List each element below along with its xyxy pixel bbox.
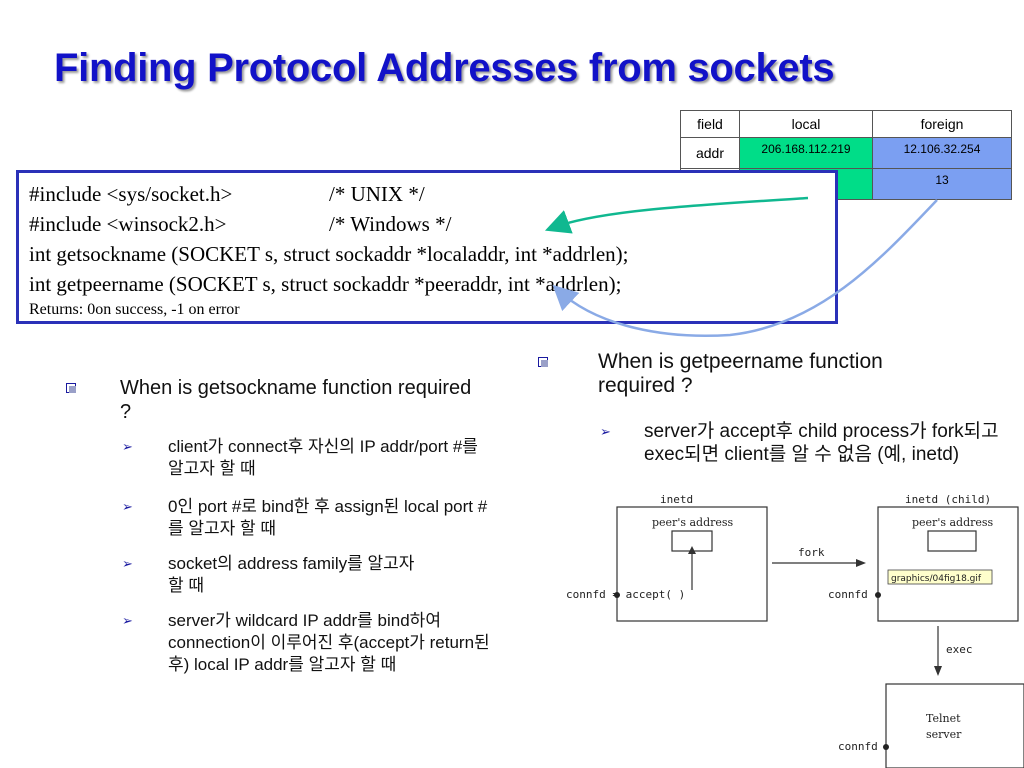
table-header: field bbox=[680, 110, 740, 138]
graphics-tooltip bbox=[887, 569, 993, 585]
bullet-square-icon bbox=[66, 383, 76, 393]
code-box: #include <sys/socket.h> /* UNIX */ #inclu… bbox=[16, 170, 838, 324]
arrow-bullet-icon: ➢ bbox=[600, 424, 611, 439]
table-cell: 206.168.112.219 bbox=[739, 137, 873, 169]
bullet-square-icon bbox=[538, 357, 548, 367]
table-cell: 12.106.32.254 bbox=[872, 137, 1012, 169]
code-text: #include <winsock2.h> bbox=[29, 212, 227, 236]
connfd-label: connfd bbox=[838, 740, 878, 753]
code-comment: /* UNIX */ bbox=[329, 182, 425, 206]
code-line: #include <sys/socket.h> /* UNIX */ bbox=[29, 179, 825, 209]
accept-call-label: connfd = accept( ) bbox=[566, 588, 685, 601]
returns-note: Returns: 0on success, -1 on error bbox=[29, 301, 240, 318]
code-line: int getsockname (SOCKET s, struct sockad… bbox=[29, 242, 629, 266]
connfd-label: connfd bbox=[828, 588, 868, 601]
code-line: int getpeername (SOCKET s, struct sockad… bbox=[29, 272, 622, 296]
fork-label: fork bbox=[798, 546, 825, 559]
arrow-bullet-icon: ➢ bbox=[122, 439, 133, 454]
getsockname-section: When is getsockname function required ? bbox=[66, 376, 486, 424]
table-header-row: field local foreign bbox=[680, 110, 1012, 138]
exec-label: exec bbox=[946, 643, 973, 656]
inetd-child-box bbox=[877, 506, 1019, 622]
table-row: addr 206.168.112.219 12.106.32.254 bbox=[680, 137, 1012, 169]
accept-arrowhead bbox=[688, 546, 696, 554]
connfd-dot bbox=[614, 592, 620, 598]
section-heading: When is getsockname function required ? bbox=[120, 377, 472, 423]
peers-address-label: peer's address bbox=[652, 516, 734, 529]
code-line: #include <winsock2.h> /* Windows */ bbox=[29, 209, 825, 239]
list-item: ➢ server가 wildcard IP addr를 bind하여 conne… bbox=[122, 611, 490, 674]
arrow-bullet-icon: ➢ bbox=[122, 499, 133, 514]
slide-title: Finding Protocol Addresses from sockets bbox=[54, 46, 835, 90]
getpeername-section: When is getpeername function required ? bbox=[538, 350, 898, 398]
connfd-dot bbox=[883, 744, 889, 750]
arrow-bullet-icon: ➢ bbox=[122, 556, 133, 571]
section-heading: When is getpeername function required ? bbox=[598, 350, 883, 397]
table-cell: addr bbox=[680, 137, 740, 169]
code-text: #include <sys/socket.h> bbox=[29, 182, 233, 206]
list-item: ➢ socket의 address family를 알고자 할 때 bbox=[122, 554, 415, 595]
exec-arrowhead bbox=[934, 666, 942, 676]
peers-address-slot bbox=[927, 530, 977, 552]
table-cell: 13 bbox=[872, 168, 1012, 200]
telnet-server-box bbox=[885, 683, 1024, 768]
peers-address-label: peer's address bbox=[912, 516, 994, 529]
table-header: foreign bbox=[872, 110, 1012, 138]
list-item: ➢ server가 accept후 child process가 fork되고 … bbox=[600, 421, 999, 465]
inetd-label: inetd bbox=[660, 493, 693, 506]
fork-arrowhead bbox=[856, 559, 866, 567]
arrow-bullet-icon: ➢ bbox=[122, 613, 133, 628]
telnet-label: Telnet bbox=[926, 712, 961, 725]
list-item: ➢ client가 connect후 자신의 IP addr/port #를 알… bbox=[122, 437, 478, 478]
inetd-fork-diagram: inetd peer's address connfd = accept( ) … bbox=[566, 493, 1024, 768]
graphics-filename: graphics/04fig18.gif bbox=[891, 574, 982, 584]
server-label: server bbox=[926, 728, 962, 741]
inetd-child-label: inetd (child) bbox=[905, 493, 991, 506]
code-comment: /* Windows */ bbox=[329, 212, 452, 236]
address-table: field local foreign addr 206.168.112.219… bbox=[680, 110, 1012, 200]
connfd-dot bbox=[875, 592, 881, 598]
table-header: local bbox=[739, 110, 873, 138]
list-item: ➢ 0인 port #로 bind한 후 assign된 local port … bbox=[122, 497, 488, 538]
